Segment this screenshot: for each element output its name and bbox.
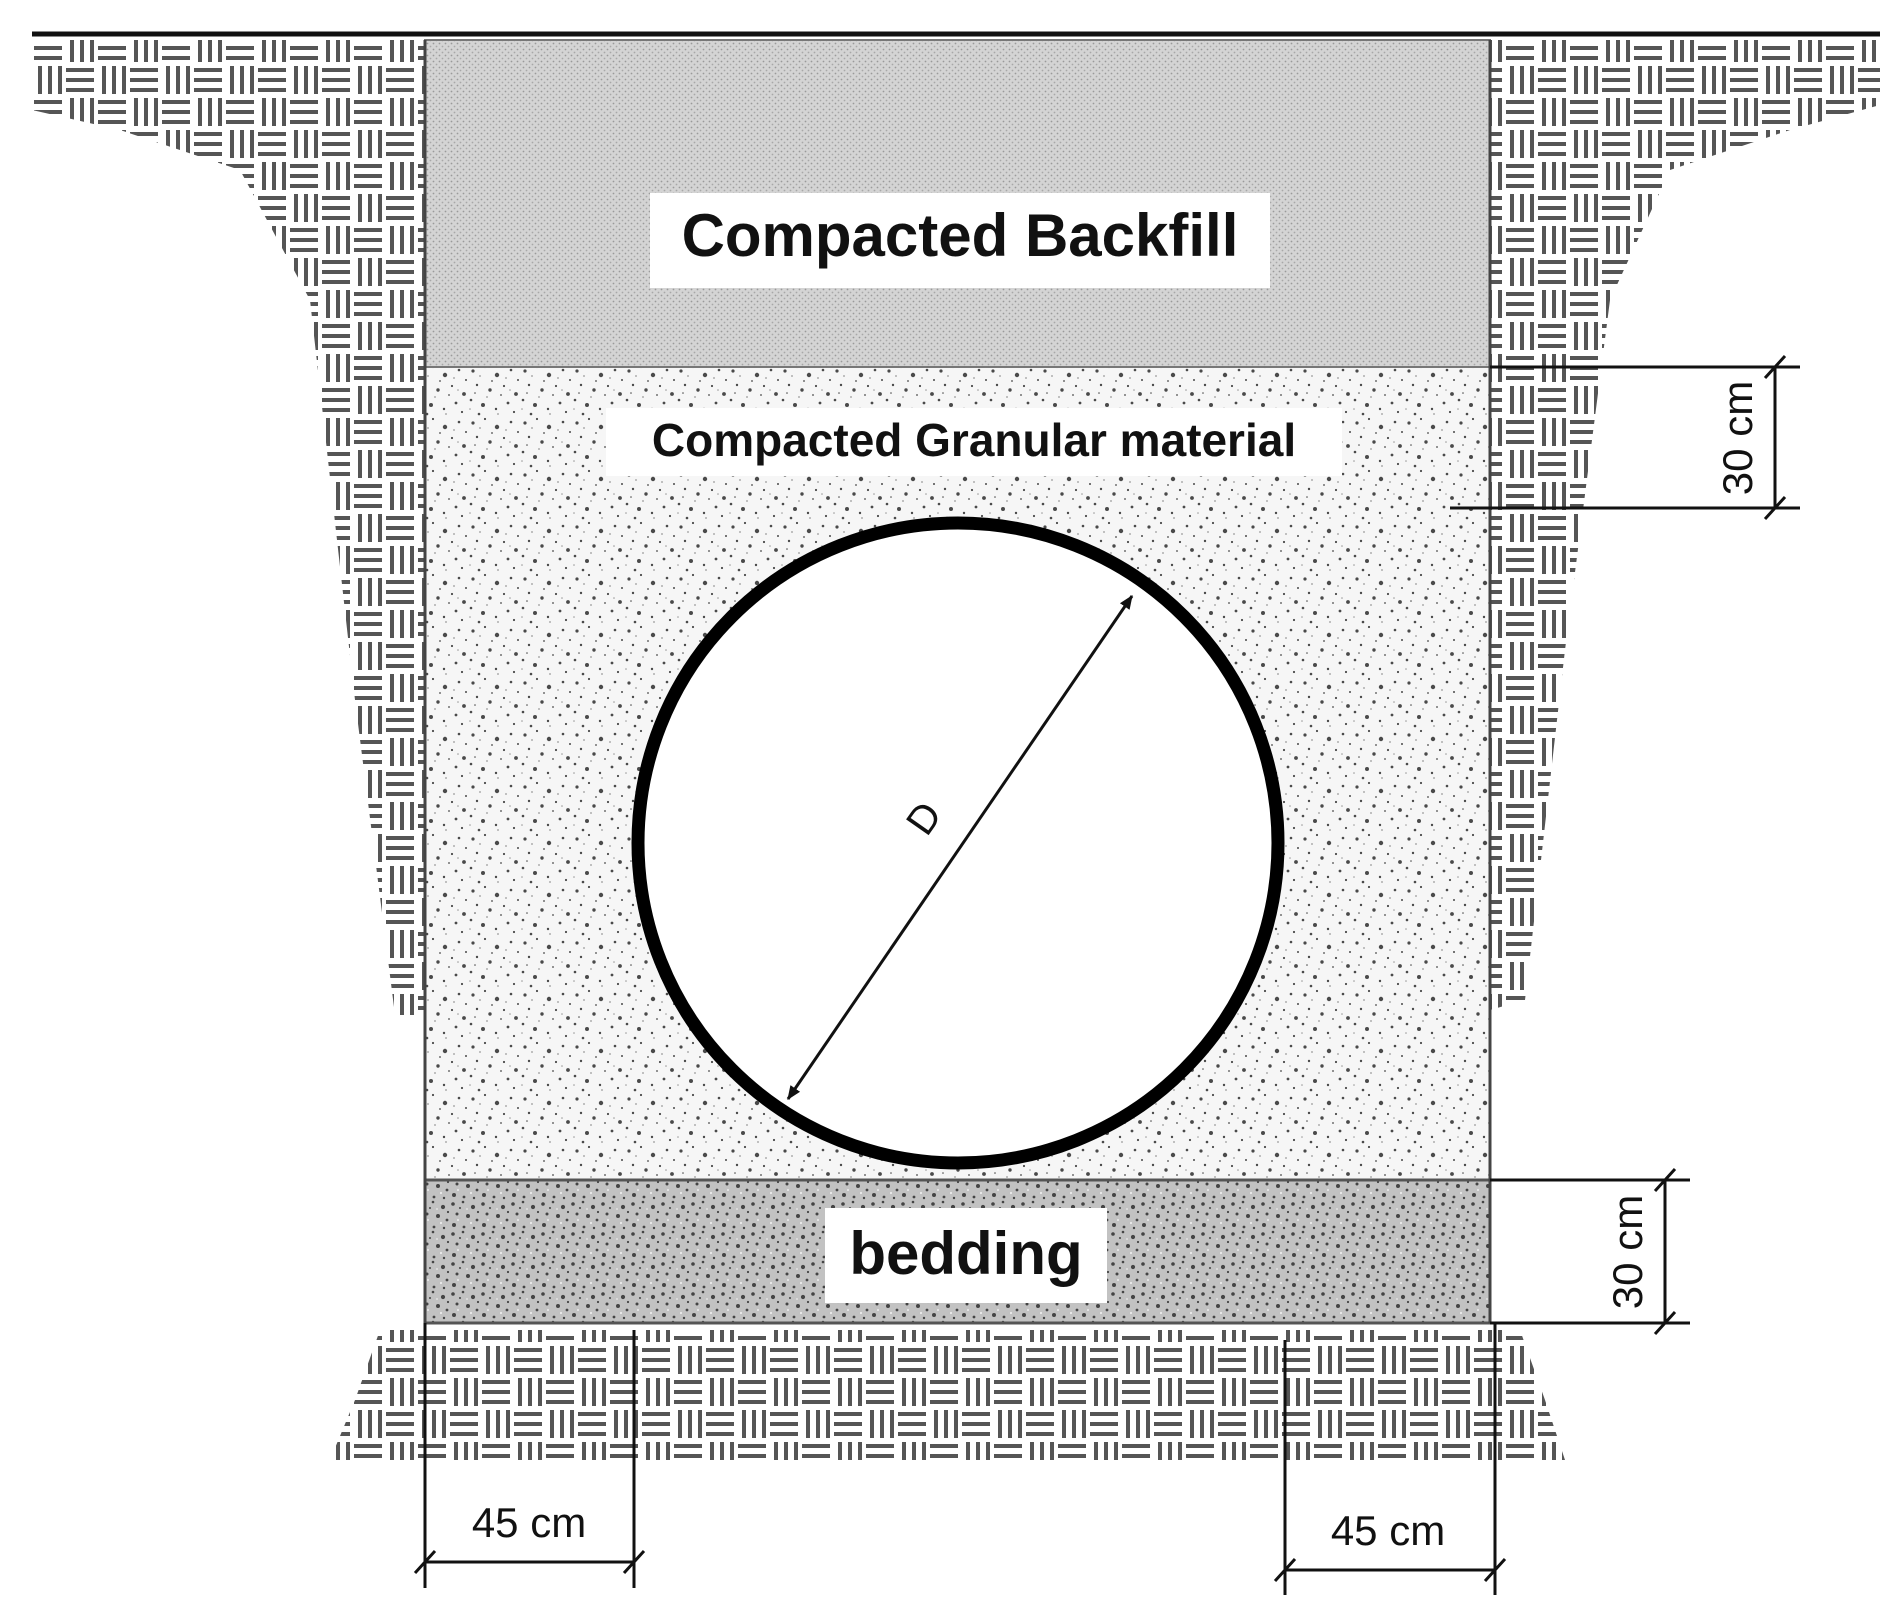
granular-label: Compacted Granular material — [652, 414, 1296, 466]
backfill-label-bg — [650, 193, 1270, 288]
pipe — [631, 516, 1285, 1170]
native-soil-left — [32, 40, 425, 1015]
bedding-dimension — [1490, 1167, 1690, 1336]
right-clearance-dimension — [1273, 1323, 1507, 1595]
bedding-label: bedding — [849, 1220, 1082, 1287]
cover-dimension-label: 30 cm — [1714, 381, 1761, 495]
bedding-label-bg — [825, 1208, 1107, 1303]
backfill-label: Compacted Backfill — [682, 202, 1239, 269]
diameter-dimension-line — [786, 595, 1134, 1100]
right-clearance-label: 45 cm — [1331, 1507, 1445, 1554]
native-soil-bottom — [330, 1330, 1565, 1460]
bedding-dimension-label: 30 cm — [1604, 1195, 1651, 1309]
granular-label-bg — [606, 408, 1342, 476]
native-soil-right — [1490, 40, 1880, 1010]
left-clearance-dimension — [413, 1323, 646, 1588]
cover-dimension — [1450, 354, 1800, 521]
left-clearance-label: 45 cm — [472, 1499, 586, 1546]
